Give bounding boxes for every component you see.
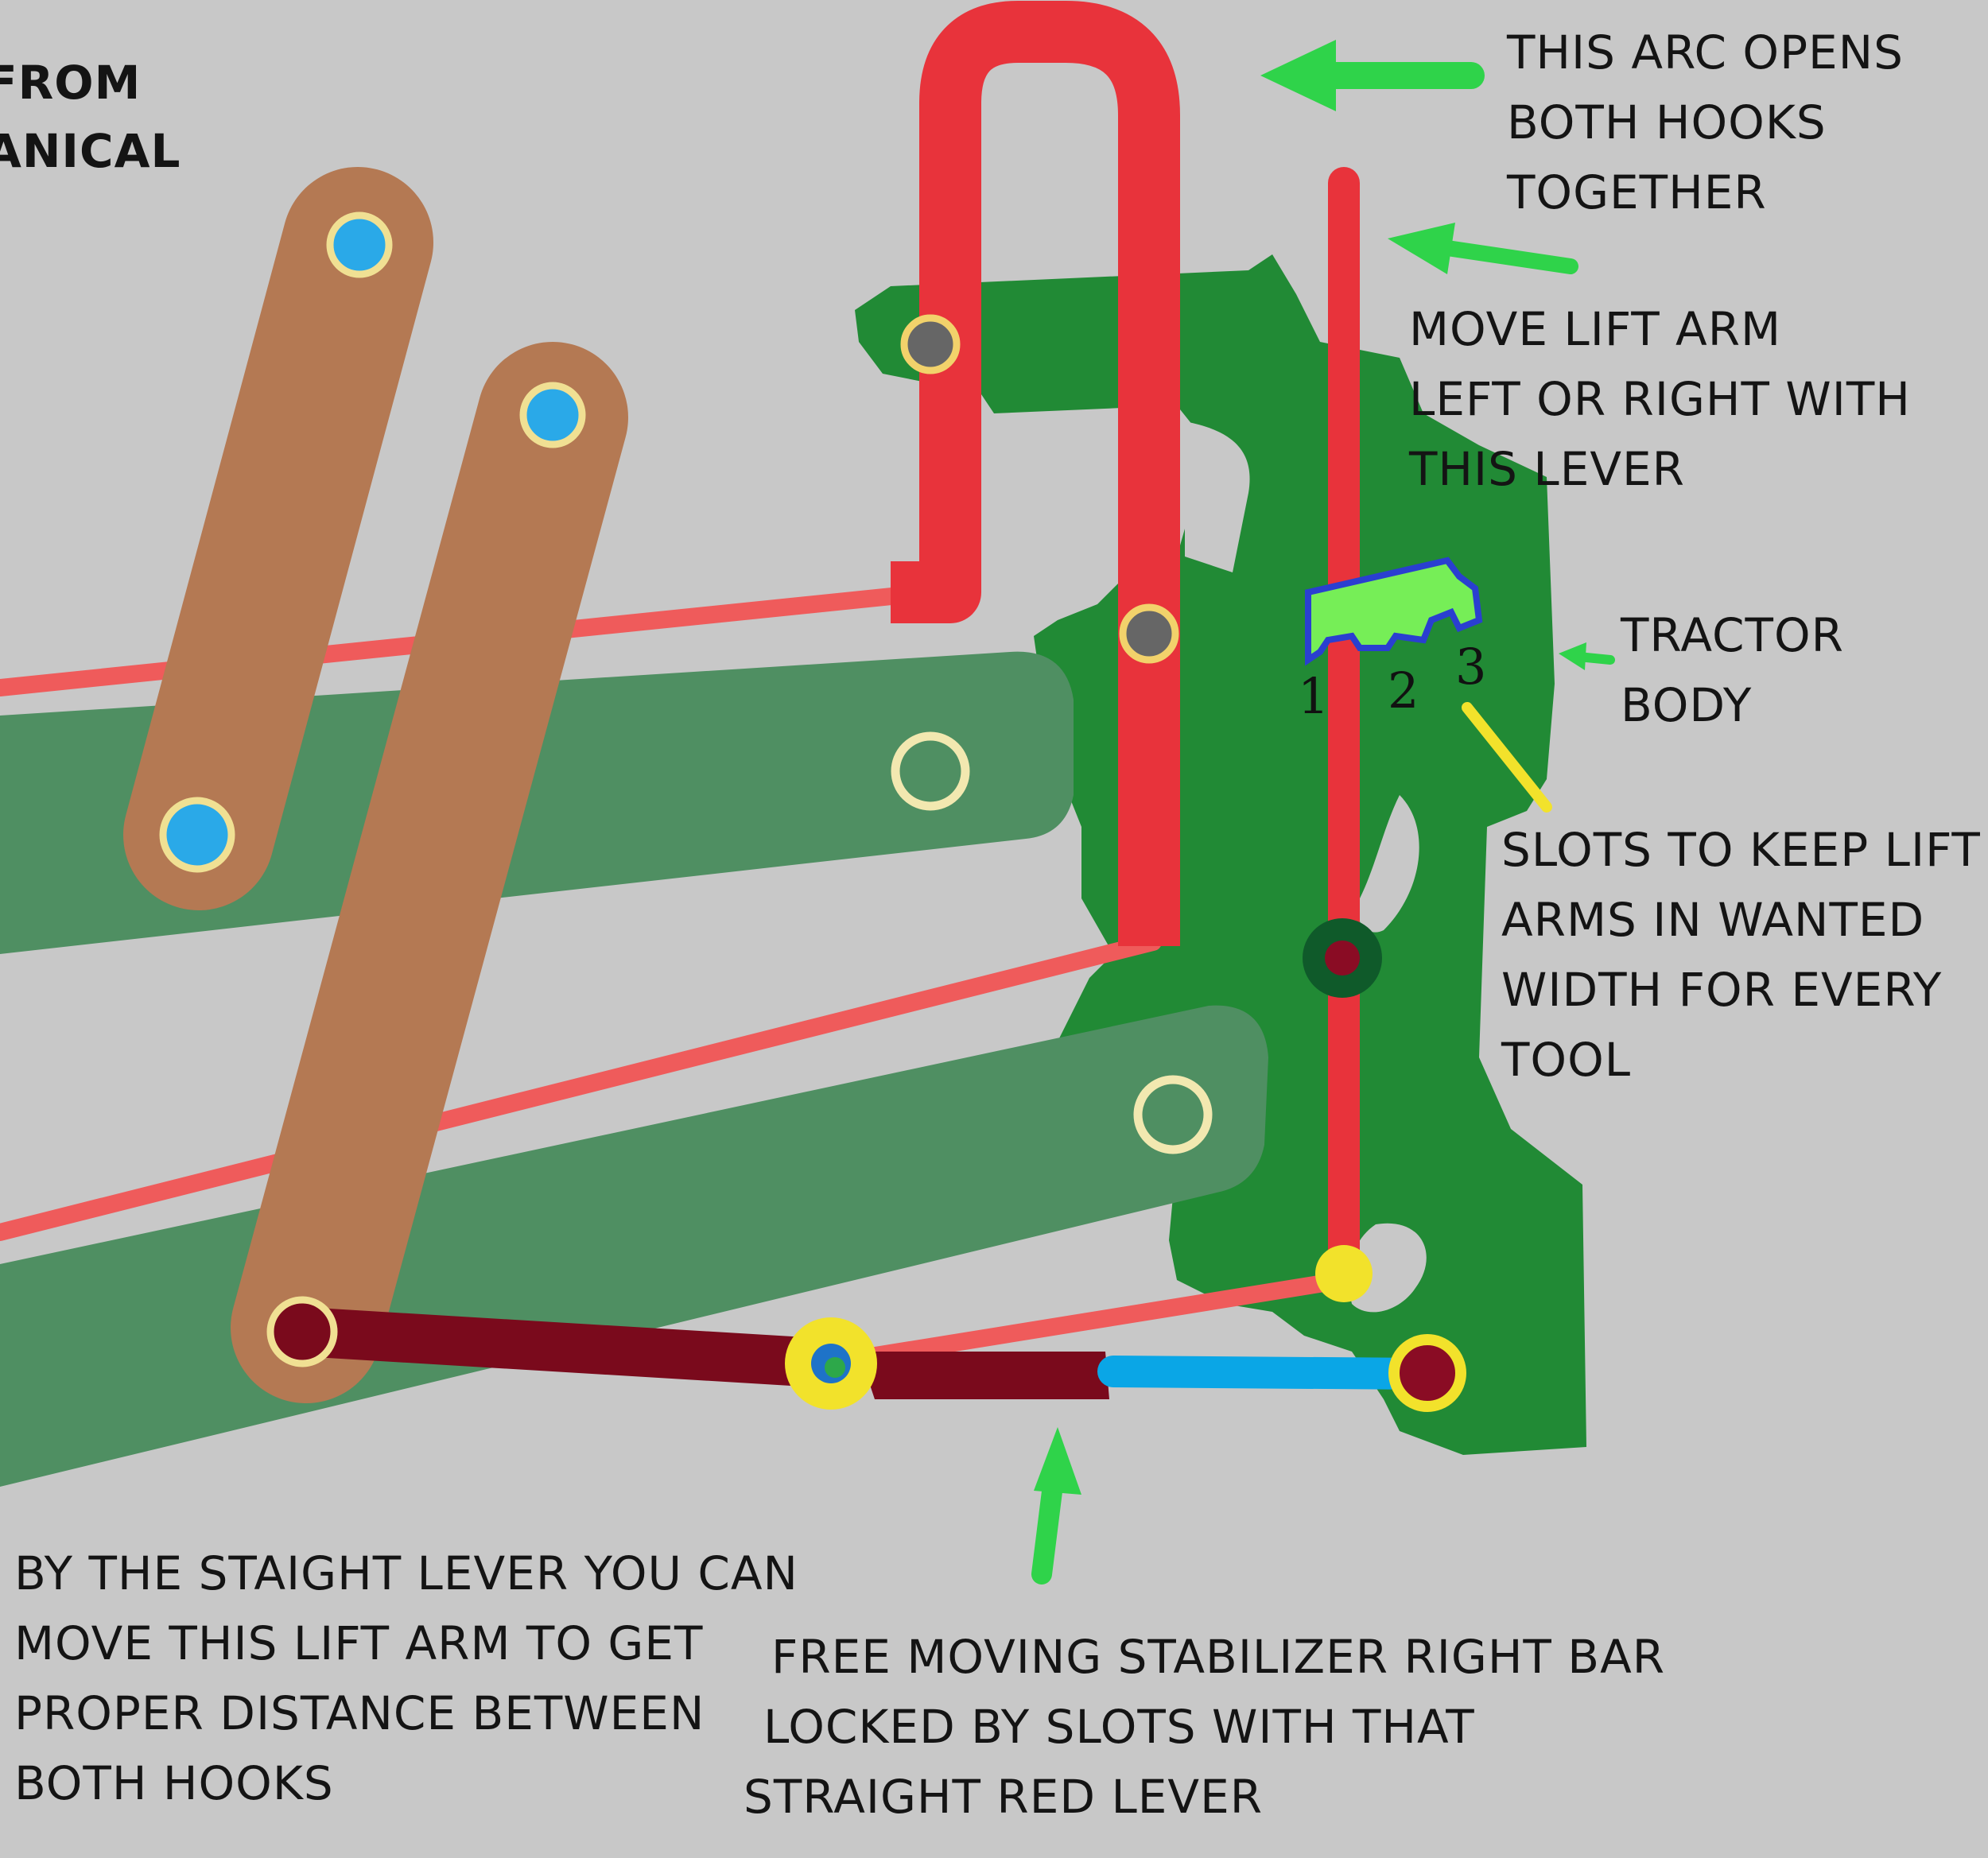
stabilizer-bar-blue xyxy=(1097,1356,1439,1390)
label-body-line-1: TRACTOR xyxy=(1621,608,1844,662)
arrow-move-head xyxy=(1388,223,1455,274)
pin-arc-right xyxy=(1119,603,1179,664)
label-body-line-2: BODY xyxy=(1621,678,1753,733)
dark-link-bar xyxy=(278,1307,856,1388)
label-free-line-2: LOCKED BY SLOTS WITH THAT xyxy=(763,1700,1475,1755)
slot-number-1: 1 xyxy=(1298,667,1330,725)
label-free-line-1: FREE MOVING STABILIZER RIGHT BAR xyxy=(771,1630,1666,1684)
pin-brown-top-left xyxy=(326,211,393,278)
tractor-body-hole-upper xyxy=(1357,795,1419,933)
pin-lever-bottom xyxy=(1315,1245,1373,1302)
arrow-free-shaft xyxy=(1031,1468,1064,1585)
label-slots-line-4: TOOL xyxy=(1501,1033,1632,1088)
pull-rod-middle xyxy=(0,933,1162,1241)
label-free-line-3: STRAIGHT RED LEVER xyxy=(744,1770,1264,1825)
arrow-body-head xyxy=(1559,642,1586,670)
pin-brown-bottom-left xyxy=(159,797,235,873)
red-arc-lever xyxy=(891,1,1180,946)
label-arc: THIS ARC OPENS BOTH HOOKS TOGETHER xyxy=(1507,17,1904,227)
pointer-arrows xyxy=(1031,40,1615,1585)
label-move-line-2: LEFT OR RIGHT WITH xyxy=(1409,372,1911,427)
brown-links xyxy=(123,167,628,1403)
label-top-left-line-1: FROM xyxy=(0,56,142,110)
label-arc-line-3: TOGETHER xyxy=(1507,165,1767,220)
label-arc-line-1: THIS ARC OPENS xyxy=(1507,25,1904,80)
label-straight-line-2: MOVE THIS LIFT ARM TO GET xyxy=(14,1616,704,1671)
tractor-body-notch xyxy=(1185,421,1250,572)
label-move-lever: MOVE LIFT ARM LEFT OR RIGHT WITH THIS LE… xyxy=(1409,294,1911,504)
arrow-slots-yellow xyxy=(1462,702,1552,813)
label-top-left-line-2: ANICAL xyxy=(0,123,181,178)
label-straight-line-1: BY THE STAIGHT LEVER YOU CAN xyxy=(14,1546,798,1600)
arrow-arc-head xyxy=(1260,40,1336,111)
pin-junction-core xyxy=(825,1357,845,1378)
pin-lower-arm-end xyxy=(1133,1075,1213,1154)
pin-blue-bar-right xyxy=(1388,1334,1466,1412)
label-free-moving: FREE MOVING STABILIZER RIGHT BAR LOCKED … xyxy=(744,1622,1665,1832)
pin-arc-left xyxy=(900,314,961,374)
brown-link-right xyxy=(231,342,628,1403)
pin-upper-arm-end xyxy=(891,731,970,811)
tractor-body-hole-lower xyxy=(1349,1223,1427,1313)
label-top-left: FROM ANICAL xyxy=(0,49,181,186)
pins xyxy=(159,211,1466,1412)
label-move-line-1: MOVE LIFT ARM xyxy=(1409,302,1782,356)
label-straight-line-3: PROPER DISTANCE BETWEEN xyxy=(14,1686,705,1741)
pin-brown-top-right xyxy=(519,382,586,448)
label-slots-line-2: ARMS IN WANTED xyxy=(1501,893,1925,948)
pull-rod-bottom xyxy=(842,1271,1353,1368)
label-slots-line-3: WIDTH FOR EVERY xyxy=(1501,963,1943,1018)
label-slots: SLOTS TO KEEP LIFT ARMS IN WANTED WIDTH … xyxy=(1501,815,1981,1096)
brown-link-left xyxy=(123,167,433,910)
arrow-move-shaft xyxy=(1439,240,1578,274)
label-straight-lever: BY THE STAIGHT LEVER YOU CAN MOVE THIS L… xyxy=(14,1538,798,1819)
tractor-body xyxy=(855,254,1586,1455)
arrow-free-head xyxy=(1034,1427,1081,1495)
label-arc-line-2: BOTH HOOKS xyxy=(1507,95,1827,150)
slot-number-3: 3 xyxy=(1455,638,1487,696)
label-tractor-body: TRACTOR BODY xyxy=(1621,600,1844,740)
pin-lever-pivot-center xyxy=(1325,941,1360,976)
label-straight-line-4: BOTH HOOKS xyxy=(14,1756,334,1811)
slot-number-2: 2 xyxy=(1388,661,1419,720)
label-slots-line-1: SLOTS TO KEEP LIFT xyxy=(1501,823,1981,877)
dark-tail-bar xyxy=(859,1352,1109,1399)
label-move-line-3: THIS LEVER xyxy=(1409,442,1685,497)
slot-plate xyxy=(1305,557,1483,666)
pin-dark-bar-left xyxy=(266,1296,338,1367)
